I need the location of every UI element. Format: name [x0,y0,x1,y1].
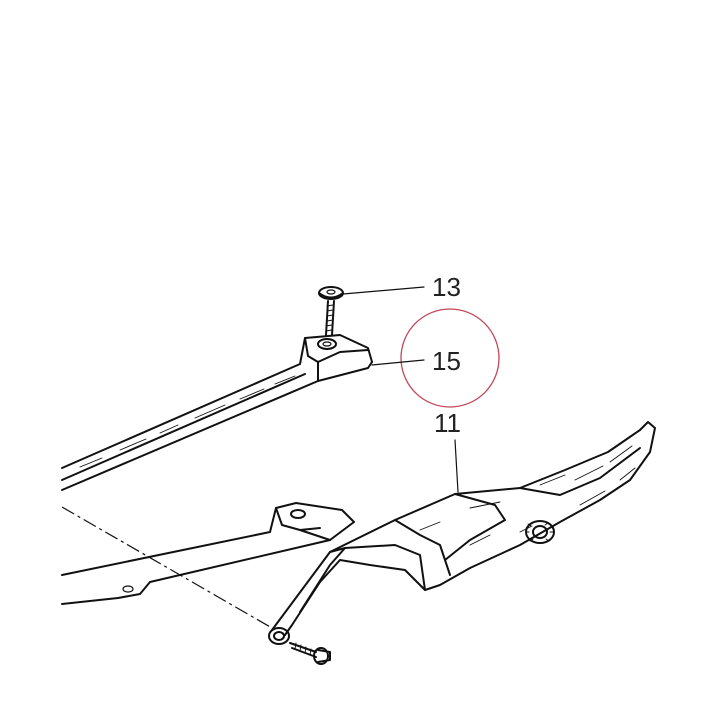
rail-15 [61,334,373,491]
highlight-circle [400,308,500,408]
leader-15 [371,359,425,366]
screw-lower [289,642,331,665]
lower-bracket [61,502,355,605]
alignment-line [61,506,273,629]
leader-13 [342,286,425,295]
callout-13: 13 [432,272,461,302]
part-11 [268,421,656,645]
callout-15: 15 [432,346,461,376]
callout-11: 11 [434,408,461,438]
screw-13 [318,286,344,336]
leader-11 [454,439,459,493]
